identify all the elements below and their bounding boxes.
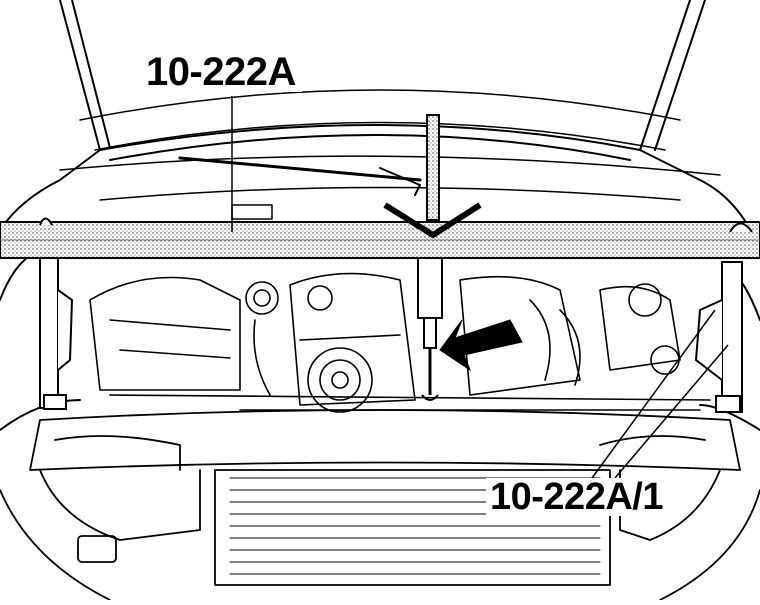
support-bar	[0, 221, 760, 259]
callout-support-leg: 10-222A/1	[486, 478, 667, 516]
hood	[59, 0, 706, 161]
cowl-and-wipers	[59, 89, 721, 220]
pointer-arrow	[439, 319, 523, 372]
leader-lines	[231, 96, 729, 479]
lifting-spindle	[383, 114, 482, 401]
engine-bay	[89, 272, 711, 413]
left-support-leg	[39, 217, 74, 410]
callout-support-bar: 10-222A	[140, 52, 302, 92]
